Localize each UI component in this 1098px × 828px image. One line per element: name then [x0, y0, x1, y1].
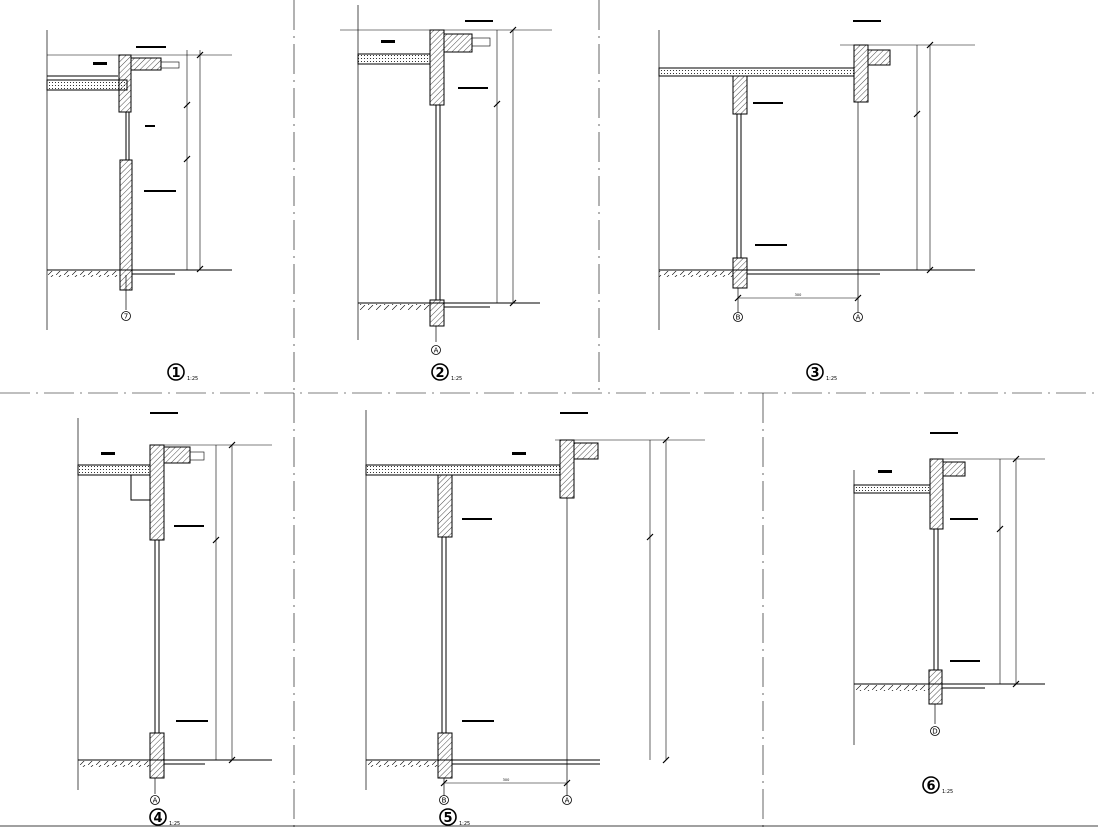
- detail-2: A 2 1:25: [340, 5, 552, 382]
- axis-marker: [431, 345, 441, 355]
- axis-label: 7: [124, 313, 128, 321]
- detail-3: 300 B A 3 1:25: [658, 20, 975, 382]
- detail-4: A 4 1:25: [77, 412, 272, 827]
- detail-6: D 6 1:25: [853, 432, 1045, 795]
- detail-scale: 1:25: [942, 789, 953, 795]
- detail-5: 300 B A 5 1:25: [365, 410, 705, 827]
- axis-marker: [930, 726, 940, 736]
- axis-marker-right: [853, 312, 863, 322]
- detail-number: 5: [443, 811, 452, 826]
- detail-marker: [431, 363, 449, 381]
- detail-marker: [922, 776, 940, 794]
- axis-label-right: A: [565, 797, 570, 805]
- span-dimension: 300: [795, 293, 802, 297]
- detail-number: 1: [171, 366, 180, 381]
- detail-marker: [167, 363, 185, 381]
- detail-number: 2: [435, 366, 444, 381]
- detail-scale: 1:25: [169, 821, 180, 827]
- axis-label: D: [932, 728, 937, 736]
- detail-number: 4: [153, 811, 162, 826]
- detail-number: 6: [926, 779, 935, 794]
- span-dimension: 300: [503, 778, 510, 782]
- axis-label: A: [153, 797, 158, 805]
- axis-marker: [121, 311, 131, 321]
- detail-scale: 1:25: [187, 376, 198, 382]
- detail-scale: 1:25: [459, 821, 470, 827]
- axis-marker-right: [562, 795, 572, 805]
- detail-1: 7 1 1:25: [46, 30, 232, 382]
- axis-marker: [150, 795, 160, 805]
- detail-scale: 1:25: [826, 376, 837, 382]
- axis-label-right: A: [856, 314, 861, 322]
- axis-marker-left: [733, 312, 743, 322]
- axis-label-left: B: [442, 797, 447, 805]
- axis-label-left: B: [736, 314, 741, 322]
- axis-marker-left: [439, 795, 449, 805]
- detail-marker: [439, 808, 457, 826]
- axis-label: A: [434, 347, 439, 355]
- detail-number: 3: [810, 366, 819, 381]
- detail-marker: [806, 363, 824, 381]
- detail-scale: 1:25: [451, 376, 462, 382]
- detail-marker: [149, 808, 167, 826]
